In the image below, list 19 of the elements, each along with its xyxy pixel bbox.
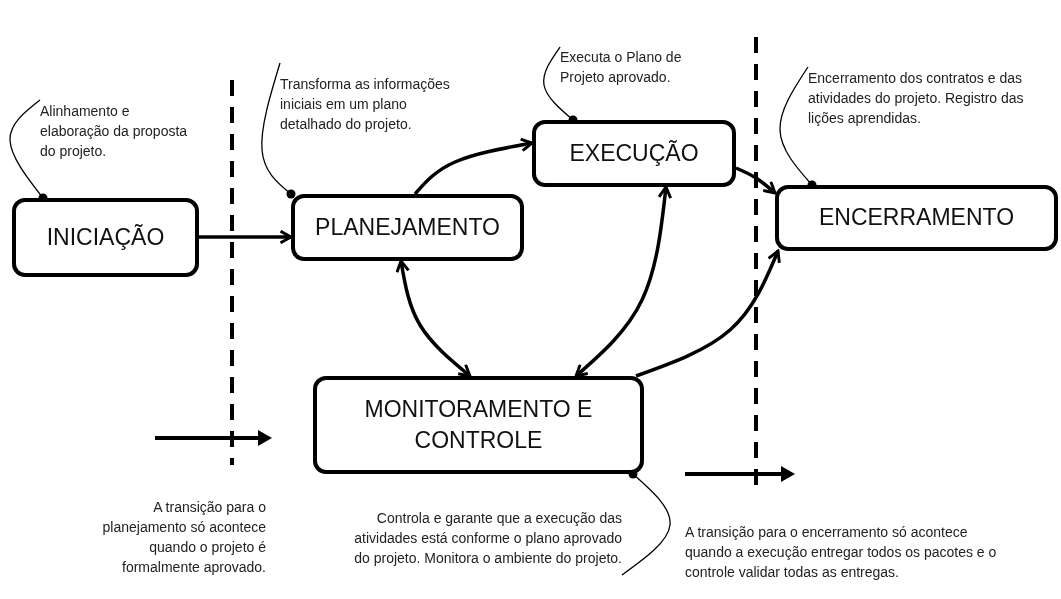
annotation-text: Executa o Plano de Projeto aprovado. <box>560 48 683 87</box>
arrow <box>735 166 777 195</box>
transition-note: A transição para o encerramento só acontece quando a execução entregar todos os pacotes e o controle validar todas as entregas. <box>685 523 998 582</box>
leader-line <box>261 62 296 199</box>
transition-note: A transição para o planejamento só acontece quando o projeto é formalmente aprovado. <box>101 498 266 577</box>
arrow <box>574 185 673 378</box>
arrow <box>199 229 293 245</box>
arrow <box>413 137 534 196</box>
phase-box: MONITORAMENTO E CONTROLE <box>313 376 644 474</box>
annotation-text: Transforma as informações iniciais em um plano detalhado do projeto. <box>280 75 451 134</box>
annotation-text: Alinhamento e elaboração da proposta do projeto. <box>40 102 189 161</box>
arrow <box>635 249 781 378</box>
annotation-text: Encerramento dos contratos e das atividades do projeto. Registro das lições aprendidas. <box>808 69 1025 128</box>
phase-box: ENCERRAMENTO <box>775 185 1058 251</box>
phase-box: PLANEJAMENTO <box>291 194 524 261</box>
arrow <box>395 259 472 378</box>
phase-box: EXECUÇÃO <box>532 120 736 187</box>
phase-box: INICIAÇÃO <box>12 198 199 277</box>
annotation-text: Controla e garante que a execução das atividades está conforme o plano aprovado do projeto. Monitora o ambiente do projeto. <box>353 509 622 568</box>
